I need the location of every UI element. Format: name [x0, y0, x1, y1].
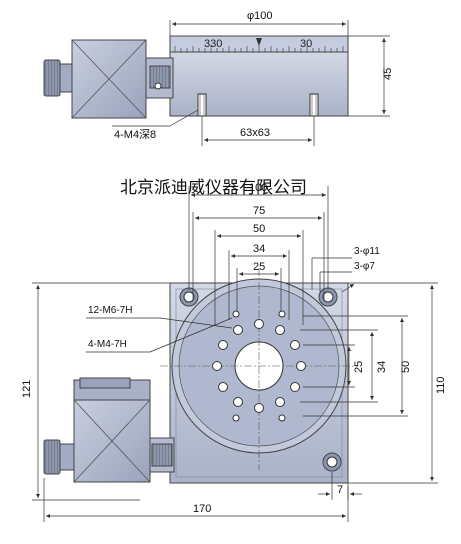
side-scale-ticks [174, 44, 344, 52]
m4-hole-pattern [232, 310, 286, 422]
dim-100: 100 [249, 182, 267, 194]
dim-vertical-110: 110 [435, 376, 447, 394]
plan-handknob [43, 439, 61, 475]
side-thread-hole-right [309, 93, 319, 117]
label-4-m4: 4-M4-7H [88, 339, 127, 350]
label-m4-depth: 4-M4深8 [114, 128, 156, 141]
side-center-mark [256, 38, 262, 46]
plan-coupling-spring [151, 443, 173, 467]
plan-motor-collar [59, 443, 75, 471]
scale-label-30: 30 [300, 38, 312, 50]
dim-63x63: 63x63 [240, 127, 270, 139]
dim-vertical-121: 121 [21, 380, 33, 398]
side-stage-body [169, 49, 349, 117]
side-coupling-screw [154, 82, 162, 90]
side-handknob [43, 59, 61, 97]
label-3-phi11: 3-φ11 [354, 246, 380, 257]
m6-hole-pattern [212, 319, 306, 413]
label-3-phi7: 3-φ7 [354, 261, 375, 272]
side-thread-hole-left [197, 93, 207, 117]
dim-75: 75 [253, 205, 265, 217]
dim-vertical-34: 34 [376, 361, 388, 373]
dim-dia-100: φ100 [247, 10, 273, 22]
dim-7: 7 [337, 484, 343, 496]
counterbore-holes [179, 287, 342, 472]
dim-34: 34 [253, 243, 265, 255]
side-view: 330 30 φ100 45 63x63 [43, 10, 394, 146]
dim-vertical-25: 25 [353, 361, 365, 373]
label-12-m6: 12-M6-7H [88, 305, 132, 316]
dim-25: 25 [253, 261, 265, 273]
plan-view: 100 75 50 34 25 3-φ11 3-φ7 12-M6-7H 4-M4… [21, 182, 447, 522]
scale-label-330: 330 [204, 38, 222, 50]
dim-height-45: 45 [382, 68, 394, 80]
dim-vertical-50: 50 [400, 361, 412, 373]
dim-50: 50 [253, 223, 265, 235]
plan-motor-connector [79, 377, 131, 389]
dim-170: 170 [193, 503, 211, 515]
